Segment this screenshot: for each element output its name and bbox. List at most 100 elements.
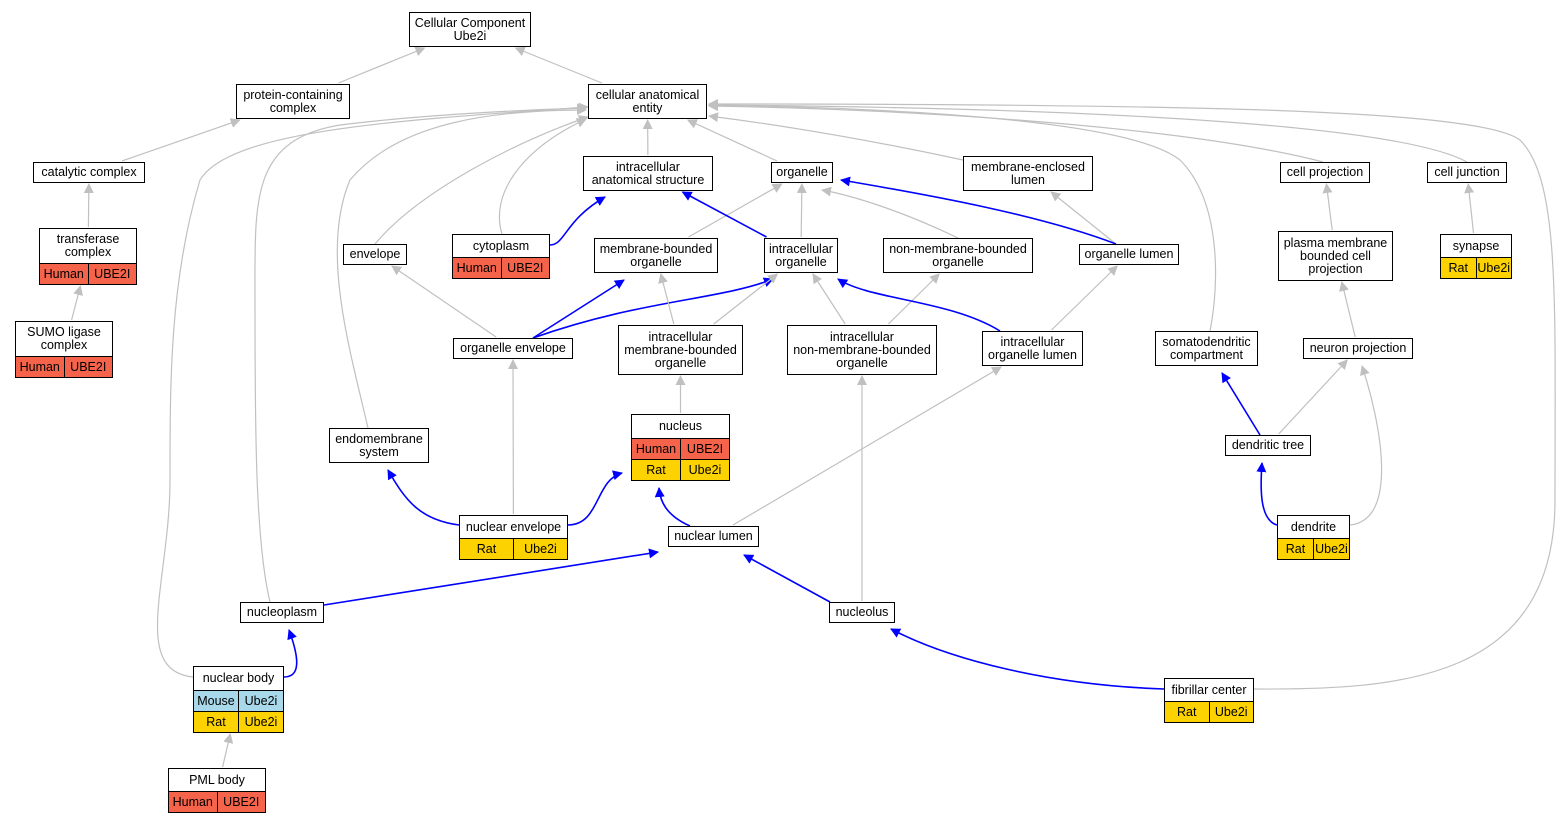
node-label: nuclear body — [202, 671, 275, 685]
annotation-species: Human — [19, 360, 60, 374]
node-nmbo[interactable]: non-membrane-bounded organelle — [883, 238, 1033, 273]
node-label: endomembrane system — [335, 431, 423, 459]
annotation-row: Rat Ube2i — [1165, 701, 1253, 722]
annotation-species: Human — [172, 795, 213, 809]
node-label: envelope — [349, 247, 401, 261]
node-olum[interactable]: organelle lumen — [1079, 244, 1179, 265]
annotation-species: Human — [43, 267, 84, 281]
node-label: neuron projection — [1309, 341, 1407, 355]
node-label: nucleoplasm — [246, 605, 318, 619]
node-nplasm[interactable]: nucleoplasm — [240, 602, 324, 623]
node-cproj[interactable]: cell projection — [1280, 162, 1370, 183]
node-label: organelle — [776, 165, 828, 179]
node-iol[interactable]: intracellular organelle lumen — [982, 331, 1083, 366]
edge-env-is_a-cae — [374, 115, 589, 245]
node-env[interactable]: envelope — [343, 244, 407, 265]
node-label: organelle lumen — [1084, 247, 1174, 261]
node-mbo[interactable]: membrane-bounded organelle — [594, 238, 718, 273]
edge-nenv-part_of-endo — [387, 469, 460, 526]
edge-imbo-is_a-mbo — [658, 273, 675, 325]
node-endo[interactable]: endomembrane system — [329, 428, 429, 463]
node-io[interactable]: intracellular organelle — [764, 238, 838, 273]
edge-fcen-part_of-nucl — [890, 628, 1165, 690]
edge-cyto-is_a-cae — [498, 118, 587, 235]
annotation-species: Human — [635, 442, 677, 456]
edge-endo-is_a-cae — [336, 105, 587, 429]
node-ias[interactable]: intracellular anatomical structure — [583, 156, 713, 191]
edge-nucl-part_of-nlum — [743, 554, 831, 603]
edge-imbo-is_a-io — [713, 273, 779, 325]
annotation-gene: Ube2i — [1208, 702, 1254, 722]
edge-oenv-is_a-env — [391, 265, 497, 338]
node-label: intracellular organelle — [769, 241, 833, 269]
annotation-species: Rat — [476, 542, 497, 556]
node-nproj[interactable]: neuron projection — [1303, 338, 1413, 359]
node-cc[interactable]: Cellular Component Ube2i — [409, 12, 531, 47]
node-label: intracellular anatomical structure — [591, 159, 705, 187]
annotation-gene: UBE2I — [680, 439, 729, 459]
node-label: dendritic tree — [1231, 438, 1305, 452]
node-label: organelle envelope — [460, 341, 566, 355]
edge-iol-is_a-olum — [1051, 265, 1118, 331]
edge-cae-is_a-cc — [514, 46, 603, 84]
edge-dtree-is_a-nproj — [1278, 359, 1348, 435]
edge-mbo-is_a-org — [688, 183, 783, 238]
node-mel[interactable]: membrane-enclosed lumen — [963, 156, 1093, 191]
edge-nproj-is_a-pmbcp — [1339, 281, 1356, 338]
edge-olum-is_a-mel — [1050, 191, 1116, 244]
node-oenv[interactable]: organelle envelope — [453, 338, 573, 359]
node-label: fibrillar center — [1171, 682, 1247, 697]
node-cjunc[interactable]: cell junction — [1427, 162, 1507, 183]
edge-dtree-part_of-sdc — [1221, 372, 1261, 436]
node-cae[interactable]: cellular anatomical entity — [588, 84, 707, 119]
annotation-species: Rat — [1177, 705, 1197, 719]
node-inmbo[interactable]: intracellular non-membrane-bounded organ… — [787, 325, 937, 375]
node-nucl[interactable]: nucleolus — [829, 602, 895, 623]
edge-nbody-part_of-nplasm — [283, 629, 298, 678]
edge-cjunc-is_a-cae — [708, 100, 1468, 163]
node-pmbcp[interactable]: plasma membrane bounded cell projection — [1278, 231, 1393, 281]
node-dtree[interactable]: dendritic tree — [1225, 435, 1311, 456]
node-label: protein-containing complex — [243, 87, 343, 115]
node-nlum[interactable]: nuclear lumen — [668, 526, 759, 547]
node-imbo[interactable]: intracellular membrane-bounded organelle — [618, 325, 743, 375]
node-label: intracellular non-membrane-bounded organ… — [793, 329, 931, 370]
node-catc[interactable]: catalytic complex — [33, 162, 145, 183]
annotation-gene: Ube2i — [680, 460, 729, 480]
node-org[interactable]: organelle — [771, 162, 833, 183]
annotation-species: Rat — [1285, 542, 1306, 556]
edge-inmbo-is_a-nmbo — [887, 273, 940, 325]
annotation-species: Human — [456, 261, 497, 275]
annotation-gene: Ube2i — [238, 712, 283, 732]
edge-sumo-is_a-trc — [71, 285, 83, 321]
annotation-species: Rat — [206, 715, 226, 729]
edges-layer — [71, 46, 1556, 768]
edge-nplasm-part_of-nlum — [323, 548, 659, 606]
edge-mel-is_a-cae — [708, 112, 964, 161]
edge-inmbo-is_a-io — [812, 273, 846, 325]
edge-olum-part_of-org — [840, 176, 1117, 245]
node-pcc[interactable]: protein-containing complex — [236, 84, 350, 119]
node-sdc[interactable]: somatodendritic compartment — [1155, 331, 1258, 366]
edge-pcc-is_a-cc — [338, 46, 426, 84]
node-label: Cellular Component Ube2i — [414, 15, 526, 43]
node-label: membrane-enclosed lumen — [971, 159, 1085, 187]
node-label: somatodendritic compartment — [1162, 334, 1251, 362]
